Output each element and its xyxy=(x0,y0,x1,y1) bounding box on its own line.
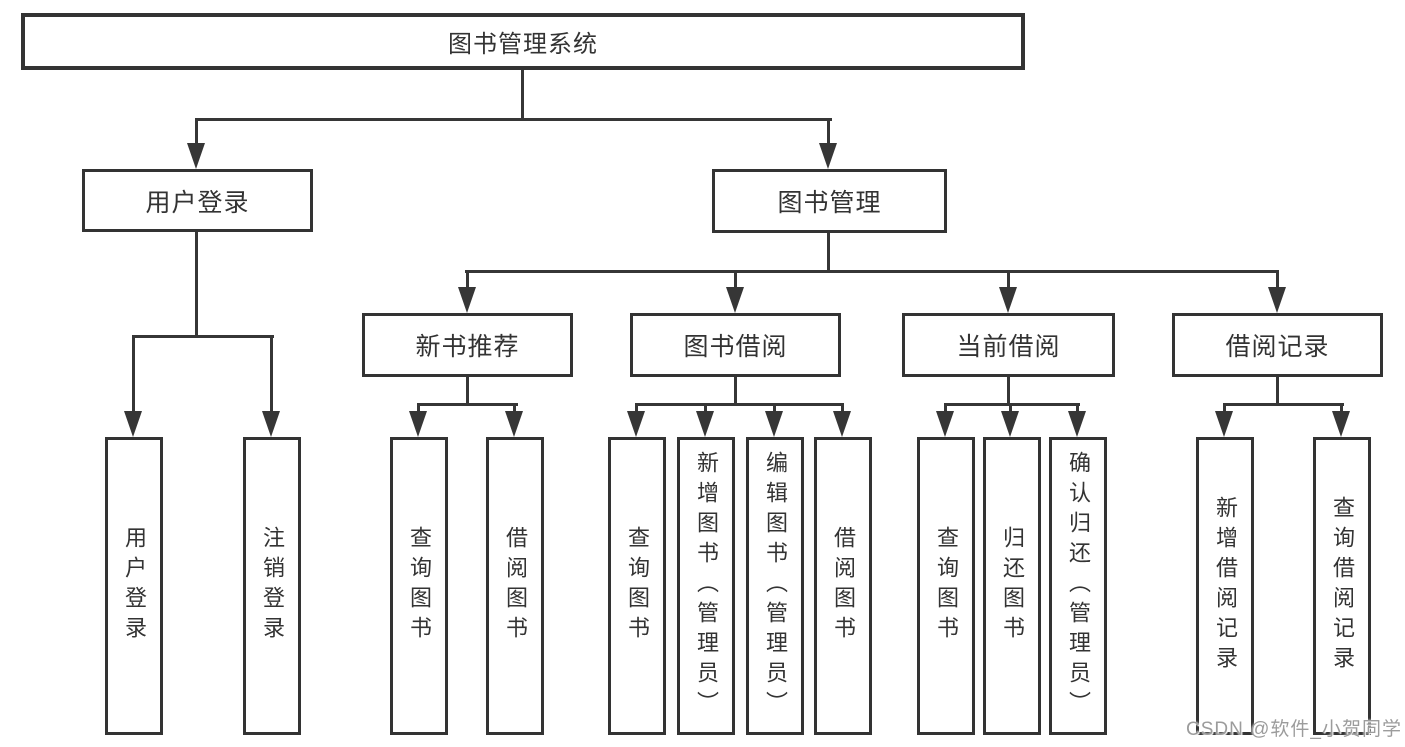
arrow-to-new-book xyxy=(458,270,476,313)
leaf-bookborrow-query-books: 查询图书 xyxy=(608,437,666,735)
connector-new-book-rail xyxy=(417,403,518,406)
leaf-logout-label: 注销登录 xyxy=(260,526,285,646)
node-library-system-label: 图书管理系统 xyxy=(448,31,598,58)
arrow-to-nb-query xyxy=(409,403,427,437)
arrow-to-borrow-records xyxy=(1268,270,1286,313)
arrow-to-bb-edit xyxy=(765,403,783,437)
node-user-login-label: 用户登录 xyxy=(145,188,250,217)
leaf-add-book-admin: 新增图书（管理员） xyxy=(677,437,735,735)
leaf-logout: 注销登录 xyxy=(243,437,301,735)
leaf-add-borrow-record-label: 新增借阅记录 xyxy=(1213,496,1238,676)
node-user-login: 用户登录 xyxy=(82,169,313,232)
connector-new-book-stem xyxy=(466,377,469,406)
leaf-add-book-admin-label: 新增图书（管理员） xyxy=(694,451,719,721)
node-new-book-recommend-label: 新书推荐 xyxy=(415,333,520,361)
connector-book-mgmt-rail xyxy=(465,270,1279,273)
node-book-borrow: 图书借阅 xyxy=(630,313,841,377)
arrow-to-book-management xyxy=(819,118,837,169)
connector-user-login-stem xyxy=(195,232,198,338)
leaf-newbook-query-books: 查询图书 xyxy=(390,437,448,735)
arrow-to-bb-query xyxy=(627,403,645,437)
arrow-to-br-query xyxy=(1332,403,1350,437)
connector-book-borrow-stem xyxy=(734,377,737,406)
node-borrow-records-label: 借阅记录 xyxy=(1225,333,1330,361)
connector-root-rail xyxy=(195,118,832,121)
connector-current-borrow-rail xyxy=(944,403,1080,406)
connector-book-borrow-rail xyxy=(635,403,844,406)
connector-book-mgmt-stem xyxy=(827,232,830,273)
node-library-system: 图书管理系统 xyxy=(21,13,1025,70)
leaf-newbook-query-books-label: 查询图书 xyxy=(407,526,432,646)
leaf-user-login-label: 用户登录 xyxy=(122,526,147,646)
arrow-to-bb-borrow xyxy=(833,403,851,437)
arrow-to-cb-confirm xyxy=(1068,403,1086,437)
leaf-bookborrow-borrow-books-label: 借阅图书 xyxy=(831,526,856,646)
node-new-book-recommend: 新书推荐 xyxy=(362,313,573,377)
arrow-to-bb-add xyxy=(696,403,714,437)
connector-root-stem xyxy=(521,70,524,121)
arrow-to-cb-return xyxy=(1001,403,1019,437)
leaf-return-book: 归还图书 xyxy=(983,437,1041,735)
arrow-to-br-add xyxy=(1215,403,1233,437)
arrow-to-book-borrow xyxy=(726,270,744,313)
node-borrow-records: 借阅记录 xyxy=(1172,313,1383,377)
leaf-confirm-return-admin: 确认归还（管理员） xyxy=(1049,437,1107,735)
arrow-to-current-borrow xyxy=(999,270,1017,313)
node-current-borrow-label: 当前借阅 xyxy=(956,333,1061,361)
leaf-bookborrow-query-books-label: 查询图书 xyxy=(625,526,650,646)
arrow-to-leaf-logout xyxy=(262,335,280,437)
leaf-return-book-label: 归还图书 xyxy=(1000,526,1025,646)
arrow-to-user-login xyxy=(187,118,205,169)
leaf-edit-book-admin: 编辑图书（管理员） xyxy=(746,437,804,735)
node-book-management: 图书管理 xyxy=(712,169,947,233)
node-book-management-label: 图书管理 xyxy=(777,189,882,217)
connector-borrow-records-rail xyxy=(1223,403,1344,406)
leaf-user-login: 用户登录 xyxy=(105,437,163,735)
leaf-newbook-borrow-books-label: 借阅图书 xyxy=(503,526,528,646)
arrow-to-nb-borrow xyxy=(505,403,523,437)
leaf-bookborrow-borrow-books: 借阅图书 xyxy=(814,437,872,735)
leaf-query-borrow-record: 查询借阅记录 xyxy=(1313,437,1371,735)
leaf-confirm-return-admin-label: 确认归还（管理员） xyxy=(1066,451,1091,721)
node-current-borrow: 当前借阅 xyxy=(902,313,1115,377)
leaf-query-borrow-record-label: 查询借阅记录 xyxy=(1330,496,1355,676)
leaf-add-borrow-record: 新增借阅记录 xyxy=(1196,437,1254,735)
connector-borrow-records-stem xyxy=(1276,377,1279,406)
leaf-currentborrow-query-books: 查询图书 xyxy=(917,437,975,735)
leaf-edit-book-admin-label: 编辑图书（管理员） xyxy=(763,451,788,721)
leaf-currentborrow-query-books-label: 查询图书 xyxy=(934,526,959,646)
connector-current-borrow-stem xyxy=(1007,377,1010,406)
node-book-borrow-label: 图书借阅 xyxy=(683,333,788,361)
arrow-to-cb-query xyxy=(936,403,954,437)
arrow-to-leaf-user-login xyxy=(124,335,142,437)
csdn-watermark: CSDN @软件_小贺同学 xyxy=(1186,719,1402,740)
connector-user-login-rail xyxy=(132,335,274,338)
leaf-newbook-borrow-books: 借阅图书 xyxy=(486,437,544,735)
